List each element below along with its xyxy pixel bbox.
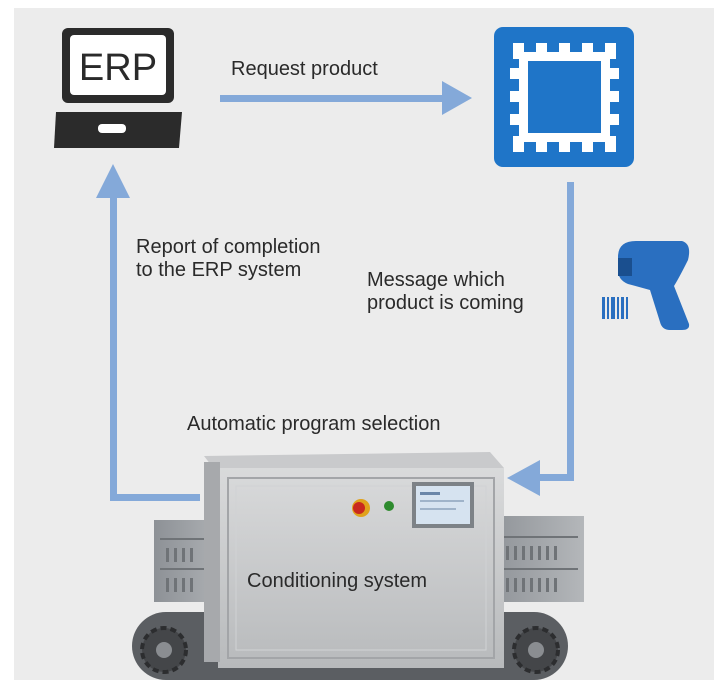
product-message-label: Message which product is coming [367,269,524,315]
control-display-icon [412,482,474,528]
request-product-label: Request product [231,58,378,80]
report-completion-label: Report of completion to the ERP system [136,236,321,282]
arrow-product-message [507,182,574,496]
status-light-icon [384,501,394,511]
report-completion-line2: to the ERP system [136,259,302,281]
product-message-line2: product is coming [367,292,524,314]
erp-computer-icon: ERP [54,28,182,148]
conditioning-machine-illustration [132,452,584,680]
emergency-stop-icon [352,499,370,517]
gear-icon-right [512,626,560,674]
microchip-icon [494,27,634,167]
diagram-canvas: ERP [14,8,714,680]
arrow-request-product [220,81,472,115]
arrow-report-completion [96,164,200,501]
conditioning-system-label: Conditioning system [247,570,428,592]
gear-icon-left [140,626,188,674]
automatic-program-label: Automatic program selection [187,413,441,435]
diagram-graphics: ERP [54,27,690,680]
product-message-line1: Message which [367,269,505,291]
erp-screen-label: ERP [79,47,157,89]
report-completion-line1: Report of completion [136,236,321,258]
barcode-scanner-icon [602,241,690,330]
